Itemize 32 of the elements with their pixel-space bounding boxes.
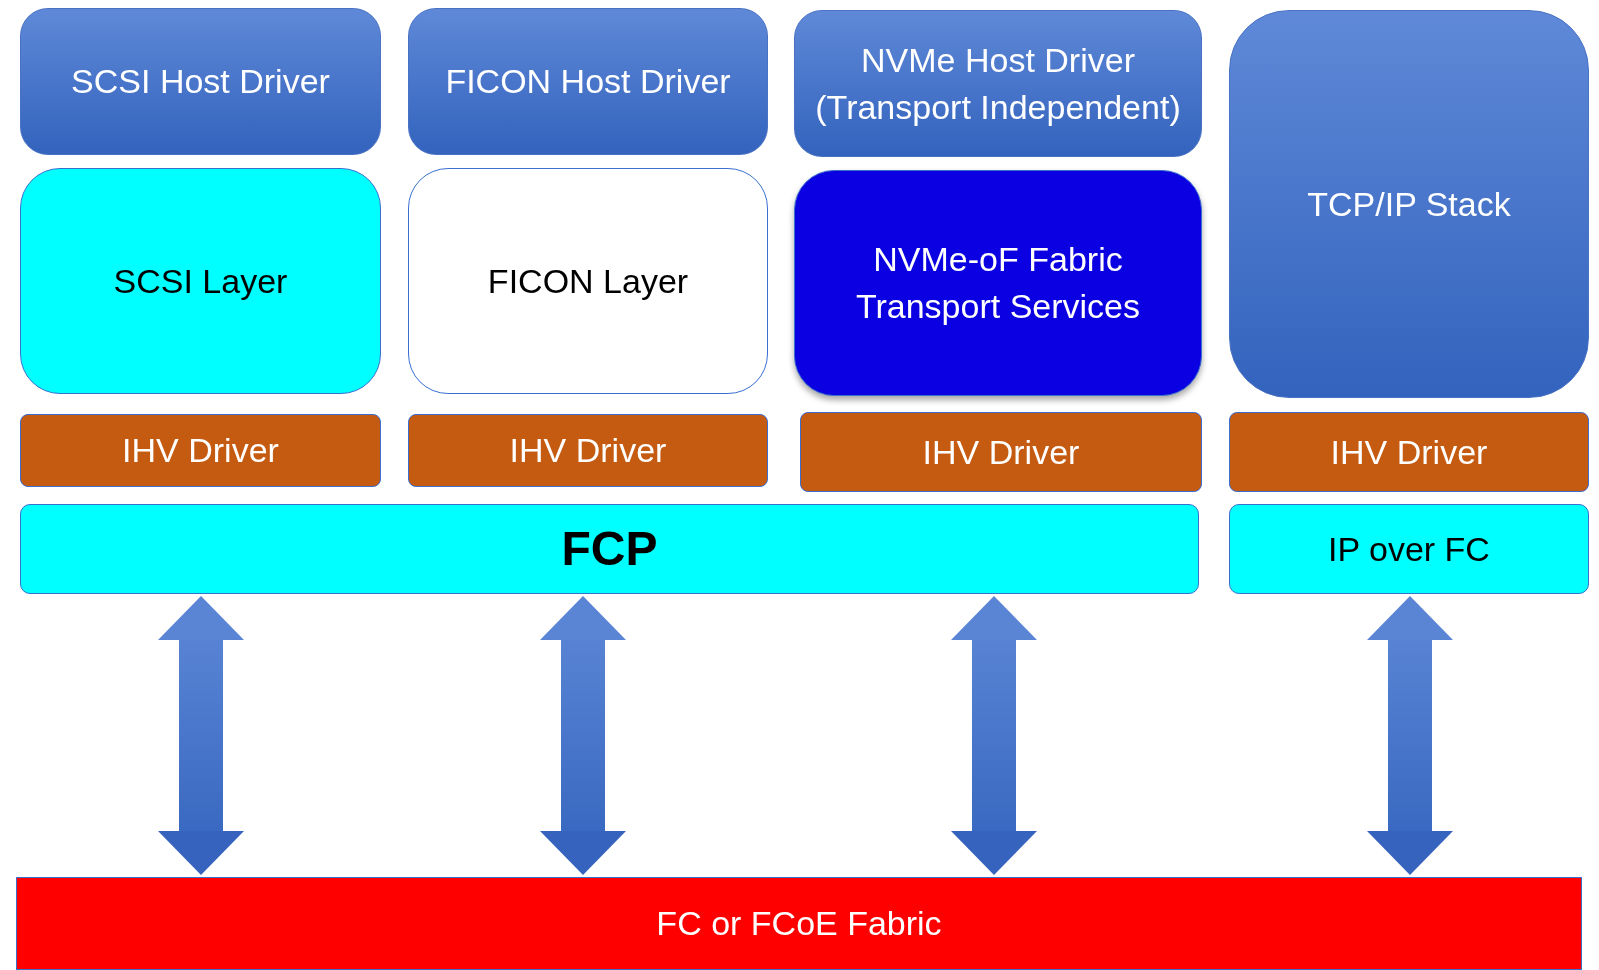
- stack-box: [1229, 10, 1589, 398]
- double-arrow: [951, 596, 1037, 875]
- driver-box: [1229, 412, 1589, 492]
- node-label: IHV Driver: [509, 430, 667, 472]
- driver-box: [408, 414, 768, 487]
- node-label: FCP: [561, 520, 658, 577]
- protocol-bar: [1229, 504, 1589, 594]
- node-label: IP over FC: [1328, 528, 1490, 570]
- double-arrow: [1367, 596, 1453, 875]
- node-label: NVMe Host Driver (Transport Independent): [815, 39, 1181, 128]
- node-label: TCP/IP Stack: [1307, 183, 1511, 225]
- driver-box: [408, 8, 768, 155]
- driver-box: [800, 412, 1202, 492]
- node-label: NVMe-oF Fabric Transport Services: [854, 239, 1142, 327]
- node-label: IHV Driver: [122, 430, 279, 472]
- protocol-bar: [20, 504, 1199, 594]
- driver-box: [794, 10, 1202, 157]
- driver-box: [20, 8, 381, 155]
- double-arrow: [158, 596, 244, 875]
- double-arrow: [540, 596, 626, 875]
- fabric-bar: [16, 877, 1582, 970]
- layer-box: [20, 168, 381, 394]
- node-label: IHV Driver: [922, 431, 1080, 473]
- node-label: SCSI Host Driver: [71, 61, 330, 103]
- layer-box: [408, 168, 768, 394]
- layer-box: [794, 170, 1202, 396]
- node-label: SCSI Layer: [113, 260, 288, 302]
- node-label: FC or FCoE Fabric: [656, 903, 942, 945]
- node-label: FICON Host Driver: [445, 61, 731, 103]
- node-label: FICON Layer: [487, 260, 689, 302]
- driver-box: [20, 414, 381, 487]
- node-label: IHV Driver: [1330, 431, 1488, 473]
